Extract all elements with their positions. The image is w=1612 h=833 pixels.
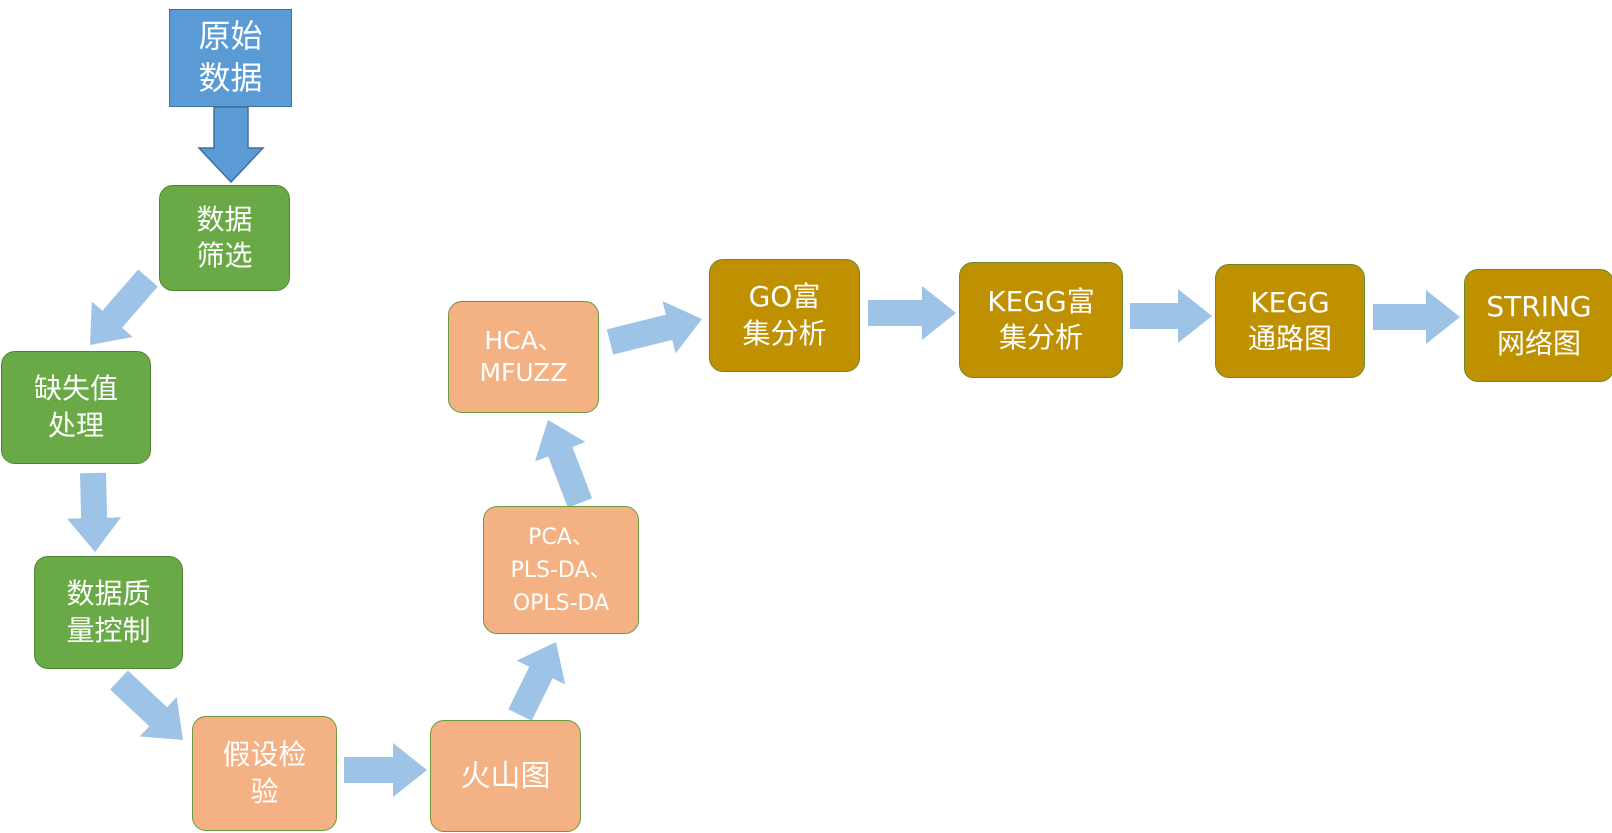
node-quality-control-line-1: 数据质	[66, 577, 151, 611]
node-missing-value: 缺失值处理	[1, 351, 151, 464]
node-hypothesis-test: 假设检验	[192, 716, 337, 831]
node-pca-plsda-line-2: PLS-DA、	[510, 557, 612, 583]
node-missing-value-line-1: 缺失值	[33, 372, 118, 406]
node-quality-control-line-2: 量控制	[66, 613, 151, 647]
arrow-filter-to-missing	[90, 269, 158, 345]
node-volcano-plot-line-1: 火山图	[460, 758, 551, 794]
node-quality-control: 数据质量控制	[34, 556, 183, 669]
node-hca-mfuzz-line-2: MFUZZ	[479, 358, 568, 387]
node-kegg-pathway-line-1: KEGG	[1250, 285, 1330, 319]
arrow-hca-to-go	[606, 301, 702, 355]
arrow-volcano-to-pca	[508, 642, 566, 721]
node-data-filter: 数据筛选	[159, 185, 290, 291]
node-hca-mfuzz-line-1: HCA、	[484, 325, 563, 355]
node-kegg-enrichment: KEGG富集分析	[959, 262, 1123, 378]
node-raw-data-line-2: 数据	[198, 59, 263, 97]
node-pca-plsda: PCA、 PLS-DA、 OPLS-DA	[483, 506, 639, 634]
node-kegg-enrichment-line-2: 集分析	[998, 321, 1083, 354]
node-go-enrichment-line-1: GO富	[748, 280, 821, 314]
node-pca-plsda-line-3: OPLS-DA	[512, 590, 610, 616]
node-kegg-enrichment-line-1: KEGG富	[987, 284, 1095, 318]
arrow-kegg2-to-string	[1373, 290, 1460, 344]
node-string-network-line-1: STRING	[1486, 290, 1592, 324]
node-raw-data-line-1: 原始	[198, 17, 263, 56]
node-go-enrichment-line-2: 集分析	[742, 316, 827, 350]
node-missing-value-line-2: 处理	[47, 408, 104, 442]
node-raw-data: 原始数据	[169, 9, 292, 107]
node-hypothesis-test-line-1: 假设检	[222, 738, 307, 772]
arrow-start-to-filter	[197, 106, 265, 184]
arrow-go-to-kegg1	[868, 286, 956, 340]
node-go-enrichment: GO富集分析	[709, 259, 860, 372]
arrow-kegg1-to-kegg2	[1130, 289, 1212, 343]
node-data-filter-line-1: 数据	[196, 202, 253, 236]
node-pca-plsda-line-1: PCA、	[528, 524, 594, 550]
arrow-test-to-volcano	[344, 743, 427, 797]
arrow-qc-to-test	[110, 670, 183, 740]
node-volcano-plot: 火山图	[430, 720, 581, 832]
arrow-pca-to-hca	[535, 420, 593, 508]
node-data-filter-line-2: 筛选	[196, 239, 253, 272]
arrow-missing-to-qc	[67, 472, 122, 552]
node-hca-mfuzz: HCA、 MFUZZ	[448, 301, 599, 413]
node-string-network-line-2: 网络图	[1496, 326, 1581, 360]
node-kegg-pathway-line-2: 通路图	[1247, 322, 1332, 355]
node-hypothesis-test-line-2: 验	[250, 774, 279, 808]
